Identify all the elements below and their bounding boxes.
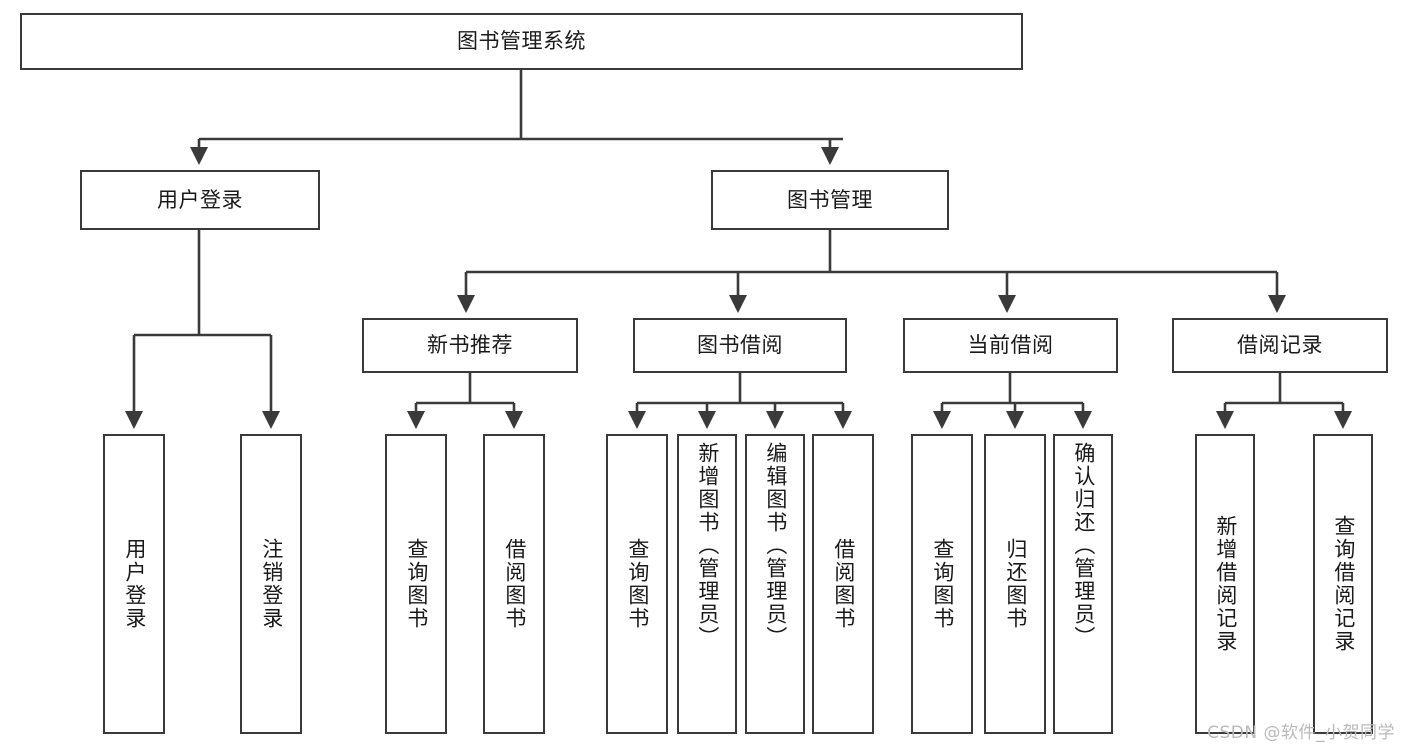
- node-borrow-records[interactable]: 借阅记录: [1172, 318, 1388, 373]
- leaf-confirm-return-admin-label: 确认归还（管理员）: [1071, 442, 1096, 649]
- leaf-borrow-books-newbook-label: 借阅图书: [502, 538, 527, 630]
- node-user-login[interactable]: 用户登录: [80, 170, 320, 230]
- node-new-book-recommendation[interactable]: 新书推荐: [362, 318, 578, 373]
- node-borrow-records-label: 借阅记录: [1237, 333, 1323, 358]
- node-book-borrowing[interactable]: 图书借阅: [633, 318, 847, 373]
- leaf-search-borrow-record-label: 查询借阅记录: [1331, 515, 1356, 653]
- leaf-borrow-books-newbook[interactable]: 借阅图书: [483, 434, 545, 734]
- node-new-book-recommendation-label: 新书推荐: [427, 333, 513, 358]
- node-user-login-label: 用户登录: [157, 187, 243, 212]
- leaf-add-book-admin[interactable]: 新增图书（管理员）: [677, 434, 737, 734]
- csdn-watermark: CSDN @软件_小贺同学: [1207, 723, 1395, 743]
- leaf-search-books-borrowing-label: 查询图书: [625, 538, 650, 630]
- leaf-search-books-newbook[interactable]: 查询图书: [385, 434, 447, 734]
- leaf-search-books-current-label: 查询图书: [930, 538, 955, 630]
- leaf-edit-book-admin-label: 编辑图书（管理员）: [763, 442, 788, 649]
- node-root-label: 图书管理系统: [457, 29, 586, 54]
- node-book-management-label: 图书管理: [787, 187, 873, 212]
- leaf-add-borrow-record-label: 新增借阅记录: [1213, 515, 1238, 653]
- node-root[interactable]: 图书管理系统: [20, 13, 1023, 70]
- leaf-search-books-borrowing[interactable]: 查询图书: [606, 434, 668, 734]
- leaf-search-borrow-record[interactable]: 查询借阅记录: [1313, 434, 1373, 734]
- leaf-add-book-admin-label: 新增图书（管理员）: [695, 442, 720, 649]
- leaf-user-login[interactable]: 用户登录: [103, 434, 165, 734]
- leaf-search-books-current[interactable]: 查询图书: [911, 434, 973, 734]
- leaf-add-borrow-record[interactable]: 新增借阅记录: [1195, 434, 1255, 734]
- leaf-logout[interactable]: 注销登录: [240, 434, 302, 734]
- leaf-edit-book-admin[interactable]: 编辑图书（管理员）: [745, 434, 805, 734]
- leaf-logout-label: 注销登录: [259, 538, 284, 630]
- leaf-user-login-label: 用户登录: [122, 538, 147, 630]
- leaf-confirm-return-admin[interactable]: 确认归还（管理员）: [1053, 434, 1113, 734]
- node-current-borrowing[interactable]: 当前借阅: [903, 318, 1118, 373]
- leaf-search-books-newbook-label: 查询图书: [404, 538, 429, 630]
- node-current-borrowing-label: 当前借阅: [967, 333, 1054, 358]
- leaf-borrow-books-borrowing[interactable]: 借阅图书: [812, 434, 874, 734]
- node-book-borrowing-label: 图书借阅: [697, 333, 783, 358]
- leaf-return-books-label: 归还图书: [1003, 538, 1028, 630]
- leaf-return-books[interactable]: 归还图书: [984, 434, 1046, 734]
- node-book-management[interactable]: 图书管理: [711, 170, 949, 230]
- leaf-borrow-books-borrowing-label: 借阅图书: [831, 538, 856, 630]
